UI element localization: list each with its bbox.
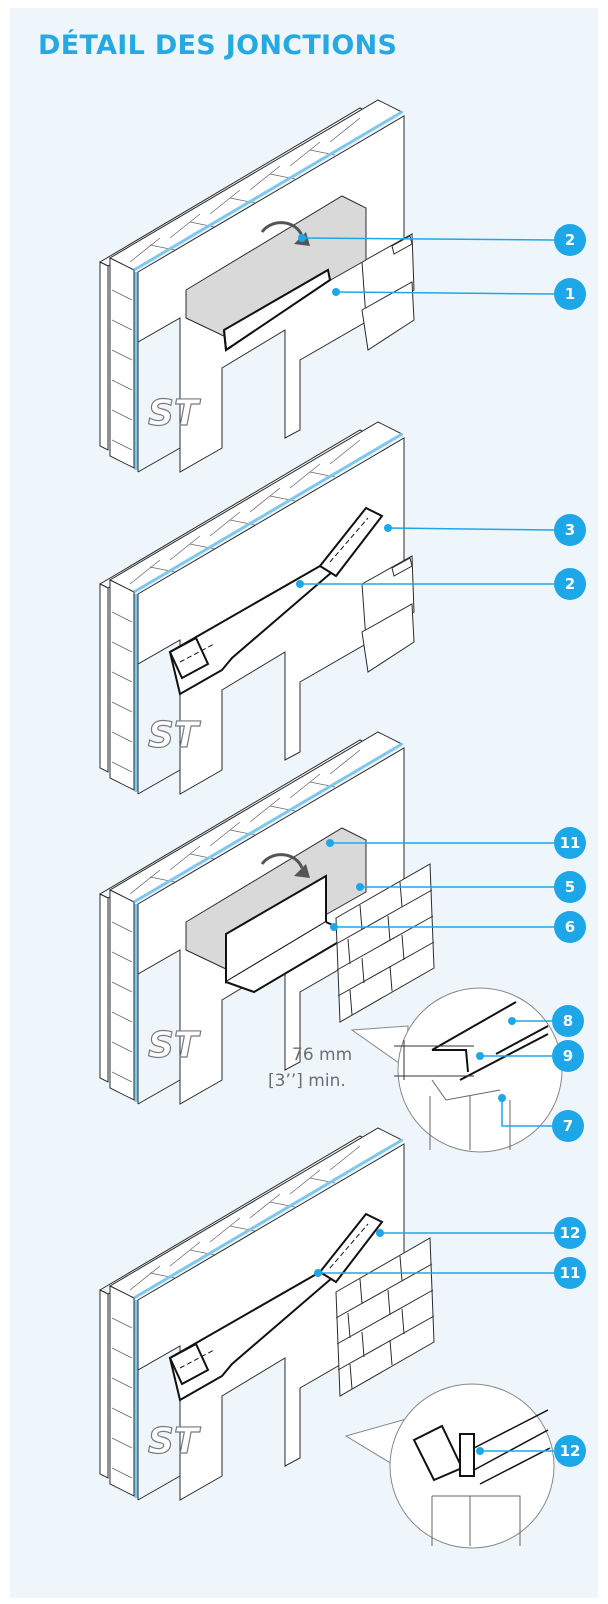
callout-badge-9: 9: [552, 1040, 584, 1072]
diagram-step-2: ST: [98, 420, 415, 796]
callout-badge-2: 2: [554, 224, 586, 256]
callout-badge-12: 12: [554, 1217, 586, 1249]
dimension-line-2: [3’’] min.: [268, 1071, 346, 1091]
callout-badge-circle: [554, 1257, 586, 1289]
callout-number: 11: [560, 834, 581, 852]
callout-badge-circle: [552, 1110, 584, 1142]
callout-badge-7: 7: [552, 1110, 584, 1142]
callout-pointer-2: [298, 234, 306, 242]
callout-badge-circle: [554, 224, 586, 256]
detail-circle-2: [344, 1383, 555, 1549]
callout-badge-6: 6: [554, 911, 586, 943]
callout-number: 5: [565, 878, 575, 896]
callout-badges: 2 1 3 2 11 5 6 8 9 7 12 11 12: [552, 224, 586, 1467]
leader-lines: [296, 234, 555, 1455]
callout-leader-7: [501, 1098, 552, 1127]
callout-leader-2: [301, 237, 555, 241]
diagram-step-3: ST: [98, 730, 406, 1106]
callout-badge-circle: [554, 1217, 586, 1249]
dimension-line-1: 76 mm: [292, 1045, 352, 1065]
wall-mark-st: ST: [148, 1025, 201, 1066]
callout-pointer-12: [476, 1447, 484, 1455]
callout-badge-circle: [552, 1005, 584, 1037]
callout-leader-3: [387, 527, 555, 531]
callout-pointer-9: [476, 1052, 484, 1060]
callout-number: 12: [560, 1442, 581, 1460]
callout-number: 2: [565, 231, 575, 249]
callout-badge-circle: [554, 278, 586, 310]
callout-badge-circle: [554, 514, 586, 546]
callout-number: 12: [560, 1224, 581, 1242]
callout-badge-1: 1: [554, 278, 586, 310]
callout-badge-5: 5: [554, 871, 586, 903]
callout-pointer-3: [384, 524, 392, 532]
callout-badge-3: 3: [554, 514, 586, 546]
callout-pointer-11: [326, 839, 334, 847]
callout-badge-8: 8: [552, 1005, 584, 1037]
callout-number: 7: [563, 1117, 573, 1135]
callout-badge-circle: [554, 827, 586, 859]
callout-pointer-6: [330, 923, 338, 931]
callout-pointer-7: [498, 1094, 506, 1102]
callout-badge-2: 2: [554, 568, 586, 600]
callout-pointer-12: [376, 1229, 384, 1237]
callout-number: 11: [560, 1264, 581, 1282]
callout-number: 1: [565, 285, 575, 303]
callout-pointer-5: [356, 883, 364, 891]
callout-pointer-8: [508, 1017, 516, 1025]
callout-number: 2: [565, 575, 575, 593]
diagram-step-1: ST: [98, 98, 415, 474]
callout-badge-circle: [554, 871, 586, 903]
callout-pointer-11: [314, 1269, 322, 1277]
callout-badge-12: 12: [554, 1435, 586, 1467]
callout-badge-circle: [554, 568, 586, 600]
wall-mark-st: ST: [148, 1421, 201, 1462]
callout-number: 8: [563, 1012, 573, 1030]
callout-badge-circle: [554, 1435, 586, 1467]
callout-pointer-1: [332, 288, 340, 296]
wall-mark-st: ST: [148, 393, 201, 434]
detail-circle-1: [350, 987, 563, 1153]
callout-badge-11: 11: [554, 1257, 586, 1289]
callout-number: 3: [565, 521, 575, 539]
wall-mark-st: ST: [148, 715, 201, 756]
callout-badge-11: 11: [554, 827, 586, 859]
callout-number: 6: [565, 918, 575, 936]
callout-pointer-2: [296, 580, 304, 588]
callout-badge-circle: [552, 1040, 584, 1072]
page-title: DÉTAIL DES JONCTIONS: [38, 30, 398, 61]
callout-number: 9: [563, 1047, 573, 1065]
callout-leader-1: [335, 291, 555, 295]
callout-badge-circle: [554, 911, 586, 943]
